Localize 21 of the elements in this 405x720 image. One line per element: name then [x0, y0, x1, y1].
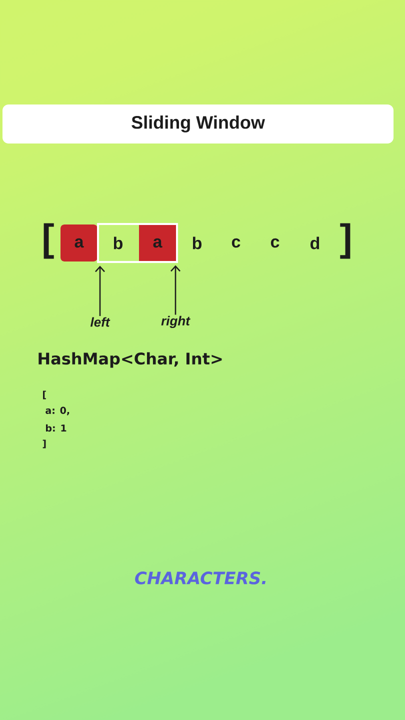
pointer-label: left [90, 317, 110, 327]
array-letter: c [270, 238, 280, 248]
highlighted-cell: a [139, 225, 176, 261]
bracket: [ [44, 223, 54, 259]
pointer-label: right [161, 316, 190, 328]
highlighted-cell: a [60, 224, 98, 262]
code-line: ] [42, 440, 46, 448]
window-frame [97, 223, 178, 263]
array-letter: b [114, 236, 122, 250]
array-letter: c [232, 238, 240, 248]
array-letter: b [192, 236, 202, 250]
code-line: b: 1 [46, 424, 66, 432]
title-banner: Sliding Window [2, 104, 394, 144]
pointer-arrow [170, 265, 180, 315]
code-line: a: 0, [46, 406, 70, 416]
code-line: [ [43, 390, 46, 400]
subtitle: CHARACTERS. [135, 572, 266, 584]
map-heading: HashMap<Char, Int> [38, 352, 222, 368]
array-letter: d [310, 236, 320, 250]
bracket: ] [340, 223, 350, 259]
pointer-arrow [95, 266, 105, 316]
